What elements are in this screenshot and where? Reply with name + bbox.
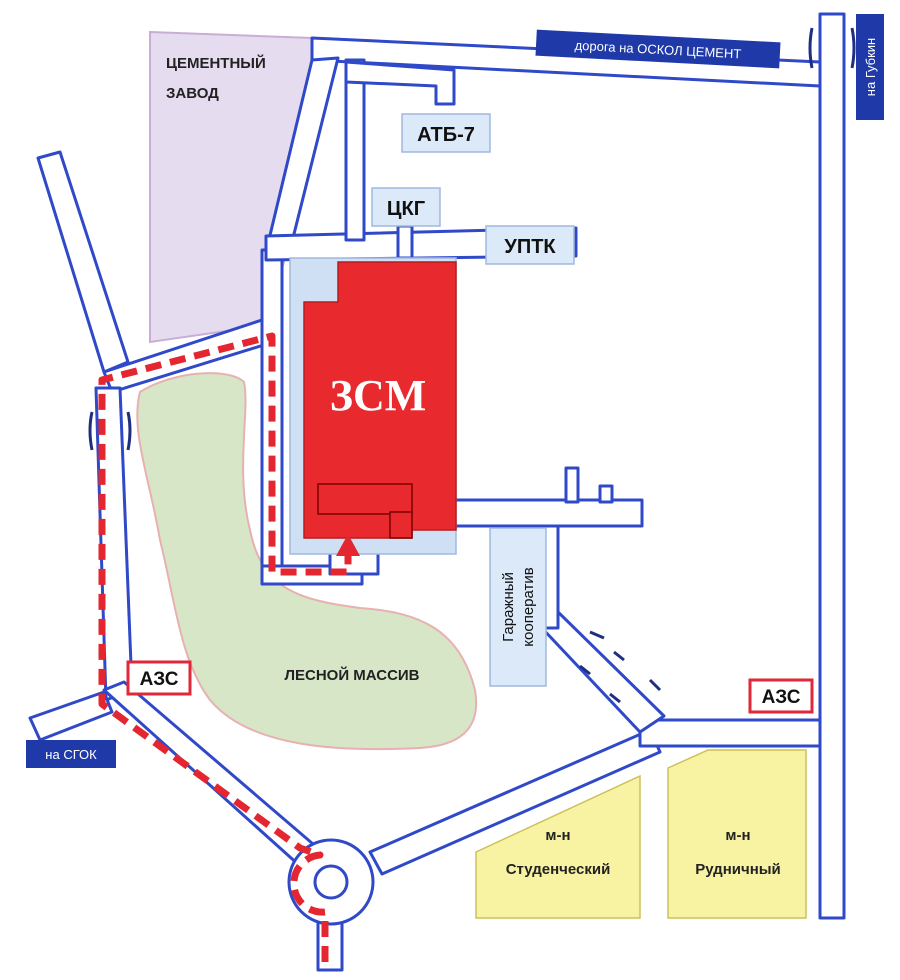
district-rudnichny-label-line2: Рудничный [695,861,781,878]
ckg-label: ЦКГ [387,198,425,220]
route-path [98,332,352,962]
cement-plant-label-line2: ЗАВОД [166,85,219,102]
bridge-icon [88,27,856,704]
district-student-label-line2: Студенческий [506,861,611,878]
azs-right: АЗС [748,678,814,714]
district-student-area [475,774,641,919]
road-stub-2 [598,484,614,504]
azs-left: АЗС [126,660,192,696]
azs-left-label: АЗС [140,669,179,690]
road-stub-1 [564,466,580,504]
azs-right-label: АЗС [762,687,801,708]
sign-to-gubkin-text: на Губкин [863,38,878,96]
atb7-label-box: АТБ-7 [401,113,491,153]
uptk-label: УПТК [504,236,556,258]
garage-coop-label-line1: Гаражный [500,572,517,642]
uptk-label-box: УПТК [485,225,575,265]
district-rudnichny-label-line1: м-н [725,827,750,844]
road-gubkin [818,12,846,920]
garage-coop-box: Гаражный кооператив [489,527,547,687]
district-rudnichny-area [667,749,807,919]
zsm-label: ЗСМ [330,371,427,420]
forest-area [136,372,478,751]
sign-road-oskol: дорога на ОСКОЛ ЦЕМЕНТ [535,29,781,69]
road-to-sgok [28,690,114,742]
zsm-annex-small [389,511,413,539]
road-southeast [368,728,662,876]
road-atb [344,58,366,242]
sign-to-sgok-text: на СГОК [45,747,97,762]
road-east-connector [452,498,644,528]
cement-plant-label-line1: ЦЕМЕНТНЫЙ [166,54,266,72]
forest-label: ЛЕСНОЙ МАССИВ [284,666,419,684]
zsm-annex [317,483,413,515]
road-west-north [36,150,130,374]
roundabout-island [313,864,349,900]
road-atb-branch [344,60,456,106]
sign-to-sgok: на СГОК [26,740,116,768]
road-east-west [638,718,822,748]
atb7-label: АТБ-7 [417,124,475,146]
ckg-label-box: ЦКГ [371,187,441,227]
district-student-label-line1: м-н [545,827,570,844]
sign-to-gubkin: на Губкин [856,14,884,120]
road-ckg-branch [396,224,414,260]
garage-coop-label-line2: кооператив [520,567,537,646]
route-arrow-icon [336,534,360,556]
